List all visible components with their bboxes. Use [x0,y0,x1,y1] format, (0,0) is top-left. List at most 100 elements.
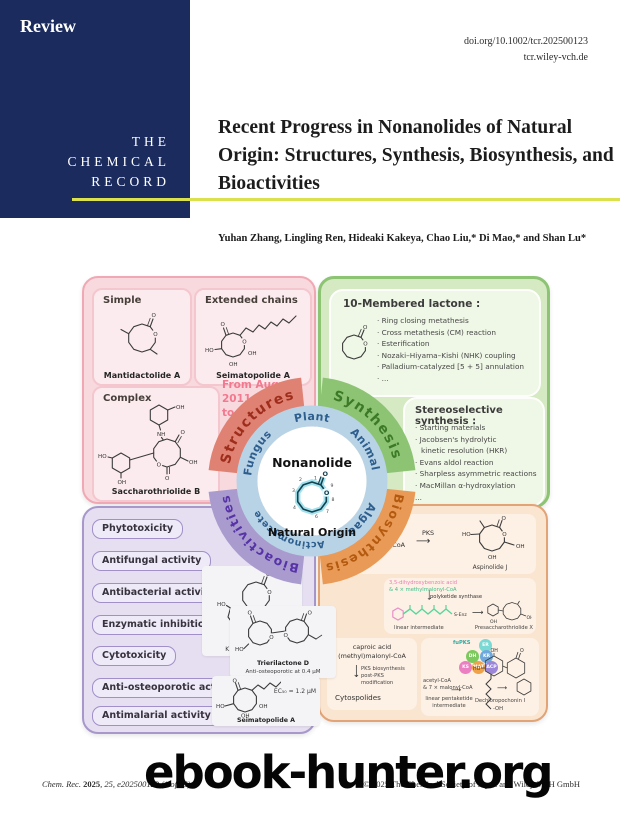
chain-oh-label: -OH [493,706,504,712]
cytospolides-step-2: post-PKS modification [361,672,394,686]
origin-ring-medallion: Structures Synthesis Biosynthesis Bioact… [208,377,416,585]
author-list: Yuhan Zhang, Lingling Ren, Hideaki Kakey… [218,233,587,244]
carbonyl-o-label: O [152,313,157,319]
carbonyl-o-label: O [221,322,226,328]
domain-mat: MAT [472,661,485,674]
nh-label: NH [157,432,165,438]
synthesis-quadrant: 10-Membered lactone : O O · Ring closing… [318,276,550,508]
pochonin-intermediate-1: linear pentaketide [425,696,473,702]
article-title: Recent Progress in Nonanolides of Natura… [218,117,614,194]
journal-site-link[interactable]: tcr.wiley-vch.de [523,52,588,63]
aspinolide-enzyme: PKS [422,529,435,537]
bioactivities-quadrant: Phytotoxicity Antifungal activity Antiba… [82,506,336,734]
origin-ring [236,405,388,557]
reaction-arrow4: ⟶ [497,684,508,692]
down-arrow2: ⟶ [350,664,361,678]
example2-caption: Anti-osteoporotic at 0.4 μM [245,669,321,675]
carbonyl-o-label2: O [165,476,170,482]
s-enz-label: S-Enz [454,612,467,618]
pochonin-intermediate-2: intermediate [432,702,466,709]
ho-label: HO [217,602,226,608]
watermark-link[interactable]: ebook-hunter.org [144,746,553,799]
example3-value: EC₅₀ = 1.2 μM [273,688,316,695]
complex-heading: Complex [103,393,152,404]
lactone-item-4: · Nozaki–Hiyama–Kishi (NHK) coupling [377,350,516,360]
carbonyl-o-label: O [363,325,368,331]
lactone-item-6: · ... [377,373,389,383]
synthesis-arc [319,377,416,474]
ring-o-label: O [242,339,247,345]
ring-o-label: O [153,332,158,338]
complex-box: Complex OH NH O OH O O HO [92,386,220,502]
citation-journal: Chem. Rec. [42,779,81,789]
stereo-item-1: · Starting materials [415,423,486,432]
oh-label: OH [248,351,257,357]
example2-name: Trierilactone D [256,660,310,667]
biosynthesis-arc [319,488,416,585]
reaction-arrow3: ⟶ [451,686,462,694]
pochonin-product: Dechloropochonin I [474,698,526,704]
journal-logo-line2: CHEMICAL [67,154,170,169]
seimatopolide-structure: O O HO OH OH [205,315,297,368]
ho-label: HO [462,532,471,538]
ring-num-8: 8 [332,497,335,503]
stereo-item-5: · Sharpless asymmetric reactions [415,469,537,479]
title-rule [72,198,620,201]
presac-product: Presaccharothriolide X [474,625,533,632]
lactone-structure-icon: O O [342,325,370,360]
nonanolide-structure: O O 1 2 3 4 6 7 8 9 [292,470,335,520]
pill-phytotoxicity: Phytotoxicity [92,519,184,539]
oh-label2: OH [189,460,198,466]
citation-year: 2025 [83,779,101,789]
presac-intermediate-caption: linear intermediate [394,625,444,632]
oh-label: OH [491,648,499,654]
aspinolide-structure: O O HO OH OH [462,516,525,560]
center-origin-label: Natural Origin [267,526,357,539]
carbonyl-o-label: O [520,648,524,654]
pill-antimalarial: Antimalarial activity [92,706,221,726]
extended-caption: Seimatopolide A [216,371,290,380]
journal-logo: THE CHEMICAL RECORD [68,132,171,192]
structures-arc [208,377,305,474]
bioactivities-arc [208,488,305,585]
ring-o-label: O [157,462,162,468]
masthead-banner: Review THE CHEMICAL RECORD [0,0,190,218]
complex-caption: Saccharothriolide B [111,487,201,496]
stereo-item-6: · MacMillan α-hydroxylation [415,480,516,490]
ring-num-4: 4 [293,505,296,511]
ring-num-6: 6 [315,514,318,520]
stereo-method-list: · Starting materials · Jacobsen's hydrol… [415,422,537,503]
pentaketide-chain [485,674,492,710]
ho-label: HO [235,647,244,653]
oh-label3: OH [118,480,127,484]
lactone-heading: 10-Membered lactone : [343,298,481,310]
center-compound-label: Nonanolide [272,455,352,470]
ring-o-label: O [502,532,507,538]
example3-structure: O HO OH OH [216,679,281,718]
saccharothriolide-structure: OH NH O OH O O HO OH [98,404,198,484]
stereo-item-2: · Jacobsen's hydrolytic [415,434,497,444]
ho-label: HO [473,666,481,672]
cytospolides-substrate-1: caproic acid [352,643,392,651]
stereo-item-4: · Evans aldol reaction [415,457,494,467]
carbonyl-o-label: O [323,470,329,478]
example3-name: Seimatopolide A [236,717,296,724]
doi-link[interactable]: doi.org/10.1002/tcr.202500123 [464,36,588,47]
pill-enzymatic: Enzymatic inhibition [92,615,222,635]
ho-label: HO [205,348,214,354]
reaction-arrow: ⟶ [416,536,431,547]
pochonin-pathway-box: fuPKS ER DH KR KS MAT ACP acetyl-CoA & 7… [421,638,539,716]
pill-antifungal: Antifungal activity [92,551,212,571]
oh-label: OH [176,405,185,411]
ho-label: HO [216,704,225,710]
carbonyl-o-label: O [181,430,186,436]
lactone-method-list: · Ring closing metathesis · Cross metath… [377,315,524,385]
copyright-line: © 2025 The Chemical Society of Japan and… [363,779,580,789]
oh-label2: OH [229,362,238,368]
oh-label: OH [488,555,497,560]
ring-num-2: 2 [299,477,302,483]
example2-structure: O O O O HO [235,611,323,653]
ring-num-9: 9 [331,483,334,489]
journal-logo-line1: THE [131,134,170,149]
